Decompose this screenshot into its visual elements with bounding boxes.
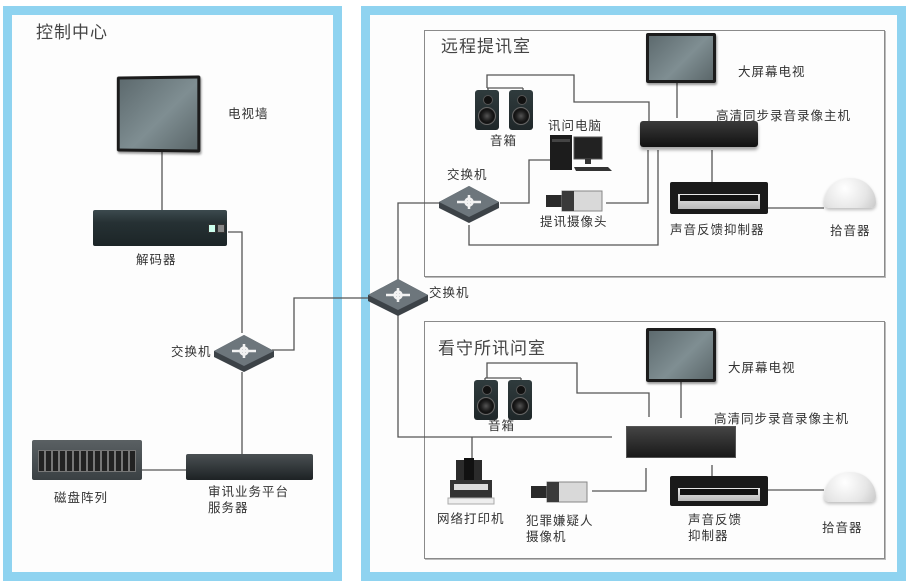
wire-camera-recorder xyxy=(606,150,649,204)
cc-switch-icon xyxy=(214,335,274,372)
platform-server-label-line2: 服务器 xyxy=(208,500,249,515)
wire-cc-switch-core xyxy=(272,297,372,351)
remote-camera-icon xyxy=(546,190,603,212)
tv-wall-label: 电视墙 xyxy=(228,106,269,121)
wire-speakers-2 xyxy=(486,362,650,417)
remote-suppressor-label: 声音反馈抑制器 xyxy=(670,222,765,237)
core-switch-icon xyxy=(368,279,428,316)
remote-switch-icon xyxy=(439,186,499,223)
suspect-camera-label-line1: 犯罪嫌疑人 xyxy=(526,513,594,528)
remote-speakers-label: 音箱 xyxy=(490,133,518,148)
detention-recorder-icon xyxy=(626,426,736,458)
remote-interrogation-room xyxy=(424,30,885,277)
remote-pc-label: 讯问电脑 xyxy=(548,118,603,133)
network-printer-label: 网络打印机 xyxy=(437,511,505,526)
decoder-icon xyxy=(93,210,227,246)
disk-array-icon xyxy=(32,440,142,480)
detention-tv-icon xyxy=(646,328,716,382)
remote-speaker-right-icon xyxy=(509,90,533,130)
remote-tv-icon xyxy=(646,33,716,83)
detention-mic-label: 拾音器 xyxy=(822,520,863,535)
interrogation-pc-icon xyxy=(550,135,612,171)
remote-camera-label: 提讯摄像头 xyxy=(540,214,608,229)
decoder-label: 解码器 xyxy=(136,252,177,267)
remote-mic-label: 拾音器 xyxy=(830,223,871,238)
remote-recorder-icon xyxy=(640,121,758,147)
platform-server-icon xyxy=(186,454,313,480)
wire-switch-recorder xyxy=(468,150,659,246)
detention-room-title: 看守所讯问室 xyxy=(438,339,546,359)
remote-recorder-label: 高清同步录音录像主机 xyxy=(716,108,852,123)
wire-decoder-switch xyxy=(228,231,243,333)
detention-suppressor-label-line2: 抑制器 xyxy=(688,528,729,543)
remote-tv-label: 大屏幕电视 xyxy=(738,64,806,79)
disk-array-label: 磁盘阵列 xyxy=(54,490,109,505)
detention-tv-label: 大屏幕电视 xyxy=(728,360,796,375)
cc-switch-label: 交换机 xyxy=(171,344,212,359)
remote-speaker-left-icon xyxy=(475,90,499,130)
tv-wall-icon xyxy=(116,75,201,153)
detention-interrogation-room xyxy=(424,321,885,559)
control-center-title: 控制中心 xyxy=(36,23,108,43)
platform-server-label-line1: 审讯业务平台 xyxy=(208,484,290,499)
core-switch-label: 交换机 xyxy=(429,285,470,300)
suspect-camera-icon xyxy=(531,481,588,503)
remote-switch-label: 交换机 xyxy=(447,167,488,182)
detention-recorder-label: 高清同步录音录像主机 xyxy=(714,411,850,426)
wire-core-detention xyxy=(397,315,612,438)
detention-suppressor-icon xyxy=(670,476,768,506)
detention-speaker-left-icon xyxy=(474,380,498,420)
detention-speaker-right-icon xyxy=(508,380,532,420)
detention-suppressor-label-line1: 声音反馈 xyxy=(688,512,743,527)
wire-core-remote-switch xyxy=(397,202,440,285)
remote-room-title: 远程提讯室 xyxy=(441,37,531,57)
wire-recorder-camera-2 xyxy=(592,468,647,492)
suspect-camera-label-line2: 摄像机 xyxy=(526,529,567,544)
detention-speakers-label: 音箱 xyxy=(488,418,516,433)
network-printer-icon xyxy=(447,458,495,505)
remote-suppressor-icon xyxy=(670,182,768,214)
wire-switch-pc xyxy=(500,159,550,204)
wire-speakers xyxy=(486,74,650,128)
